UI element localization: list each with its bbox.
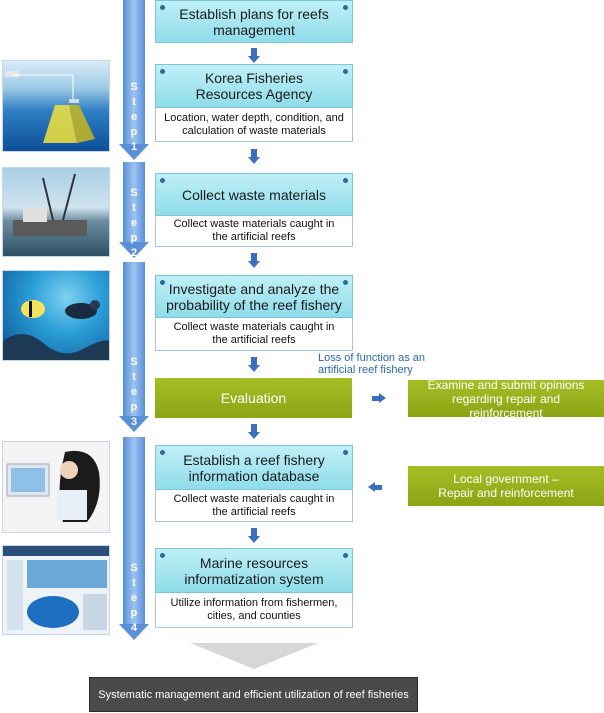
investigate-box: Investigate and analyze the probability … [155,275,353,351]
database-box: Establish a reef fishery information dat… [155,445,353,522]
diver-photo [2,270,110,361]
arrow-local-gov-to-database [368,482,382,492]
loss-of-function-label: Loss of function as an artificial reef f… [318,352,426,376]
website-screenshot-photo [2,545,110,635]
collect-desc: Collect waste materials caught in the ar… [155,216,353,247]
marine-box: Marine resources informatization system … [155,548,353,628]
local-government-label: Local government – Repair and reinforcem… [438,472,574,500]
ocean-survey-photo [2,60,110,152]
boat-crane-photo [2,167,110,257]
collect-title: Collect waste materials [182,186,326,203]
database-title: Establish a reef fishery information dat… [183,451,325,484]
step-1-label: S t e p 1 [130,81,138,153]
local-government-box: Local government – Repair and reinforcem… [408,466,604,506]
step-2-arrow: S t e p 2 [119,162,149,259]
examine-label: Examine and submit opinions regarding re… [427,377,585,420]
step-4-label: S t e p 4 [130,562,138,634]
funnel-arrow [190,643,318,669]
step-3-label: S t e p 3 [130,356,138,428]
agency-desc: Location, water depth, condition, and ca… [155,108,353,142]
investigate-title: Investigate and analyze the probability … [166,280,342,313]
marine-title: Marine resources informatization system [184,554,324,587]
plans-title: Establish plans for reefs management [179,5,329,38]
computer-user-photo [2,441,110,533]
result-label: Systematic management and efficient util… [98,688,409,701]
examine-box: Examine and submit opinions regarding re… [408,377,604,420]
evaluation-box: Evaluation [155,378,352,418]
agency-box: Korea Fisheries Resources Agency Locatio… [155,64,353,142]
step-4-arrow: S t e p 4 [119,437,149,640]
investigate-desc: Collect waste materials caught in the ar… [155,318,353,351]
agency-title: Korea Fisheries Resources Agency [195,70,313,102]
result-bar: Systematic management and efficient util… [89,677,418,712]
step-1-arrow: S t e p 1 [119,0,149,160]
database-desc: Collect waste materials caught in the ar… [155,490,353,522]
step-2-label: S t e p 2 [130,187,138,259]
marine-desc: Utilize information from fishermen, citi… [155,593,353,628]
plans-box: Establish plans for reefs management [155,0,353,43]
step-3-arrow: S t e p 3 [119,262,149,432]
arrow-evaluation-to-examine [372,393,386,403]
collect-box: Collect waste materials Collect waste ma… [155,173,353,247]
evaluation-label: Evaluation [220,390,287,406]
